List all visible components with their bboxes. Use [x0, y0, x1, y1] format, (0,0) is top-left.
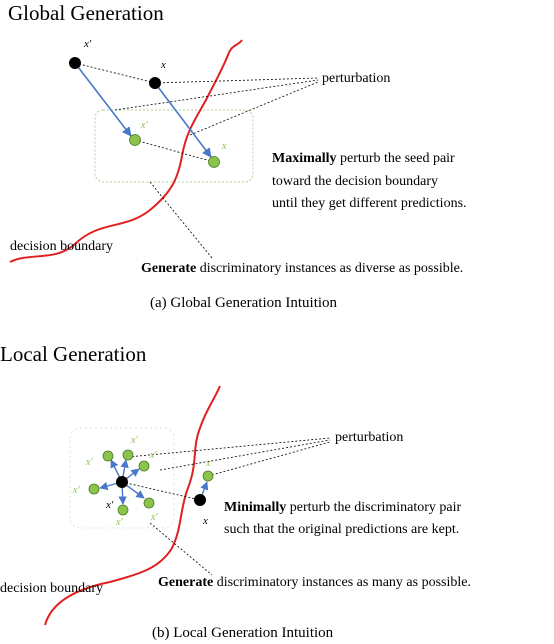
generate-text-a: Generate discriminatory instances as div… [141, 261, 463, 276]
heading-global: Global Generation [8, 1, 164, 25]
description-b-line2: such that the original predictions are k… [224, 522, 459, 537]
caption-a: (a) Global Generation Intuition [150, 295, 338, 311]
local-point-3 [88, 483, 100, 495]
label-x-prime-green: x′ [140, 120, 148, 131]
generate-a-rest: discriminatory instances as diverse as p… [196, 261, 463, 276]
generate-b-rest: discriminatory instances as many as poss… [213, 575, 471, 590]
local-label-1: x′ [130, 435, 138, 446]
seed-point-x-prime [69, 57, 81, 69]
description-b-line1-rest: perturb the discriminatory pair [286, 500, 461, 515]
perturbation-pointer-b2 [159, 439, 331, 471]
perturbation-label-a: perturbation [322, 71, 390, 86]
boundary-label-b: decision boundary [0, 581, 103, 596]
generate-pointer-b [149, 522, 213, 576]
generated-point-x-prime [129, 134, 141, 146]
generate-pointer [149, 181, 213, 259]
caption-b: (b) Local Generation Intuition [152, 625, 334, 641]
local-label-x: x [202, 515, 208, 527]
perturbation-pointer-b3 [207, 441, 331, 477]
local-seed-x-prime [116, 476, 128, 488]
generate-text-b: Generate discriminatory instances as man… [158, 575, 471, 590]
local-label-5: x′ [150, 512, 158, 523]
description-a-bold: Maximally [272, 151, 337, 166]
local-point-7 [202, 470, 214, 482]
description-a-line3: until they get different predictions. [272, 196, 467, 211]
generated-point-x [208, 156, 220, 168]
local-point-2 [122, 449, 134, 461]
local-seed-x [194, 494, 206, 506]
seed-point-x [149, 77, 161, 89]
local-label-2: x′ [85, 457, 93, 468]
label-x: x [160, 59, 166, 71]
perturb-arrow-x [154, 82, 212, 158]
description-b-bold: Minimally [224, 500, 286, 515]
description-b-line1: Minimally perturb the discriminatory pai… [224, 500, 462, 515]
local-label-4: x′ [115, 517, 123, 528]
heading-local: Local Generation [0, 342, 147, 366]
decision-boundary-b [44, 385, 221, 626]
local-region [69, 427, 175, 529]
local-label-3: x′ [72, 485, 80, 496]
pair-link-generated [134, 139, 215, 163]
local-point-1 [102, 450, 114, 462]
generate-b-bold: Generate [158, 575, 213, 590]
pair-link-seed [74, 62, 156, 84]
description-a-line1: Maximally perturb the seed pair [272, 151, 455, 166]
label-x-green: x [221, 141, 227, 152]
perturbation-pointer-3 [189, 81, 319, 136]
local-label-7: x [205, 458, 211, 469]
local-point-6 [138, 460, 150, 472]
perturbation-label-b: perturbation [335, 430, 403, 445]
label-x-prime: x′ [83, 38, 92, 50]
perturbation-pointer-1 [154, 77, 319, 84]
local-point-4 [117, 504, 129, 516]
boundary-label-a: decision boundary [10, 239, 113, 254]
description-a-line1-rest: perturb the seed pair [337, 151, 456, 166]
decision-boundary-a [9, 39, 243, 263]
local-point-5 [143, 497, 155, 509]
generate-a-bold: Generate [141, 261, 196, 276]
perturbation-pointer-b1 [127, 437, 331, 458]
perturb-arrow-x-prime [74, 62, 132, 137]
pair-link-local [121, 481, 201, 501]
local-label-x-prime: x′ [105, 499, 114, 511]
description-a-line2: toward the decision boundary [272, 174, 438, 189]
local-label-6: x′ [149, 450, 157, 461]
